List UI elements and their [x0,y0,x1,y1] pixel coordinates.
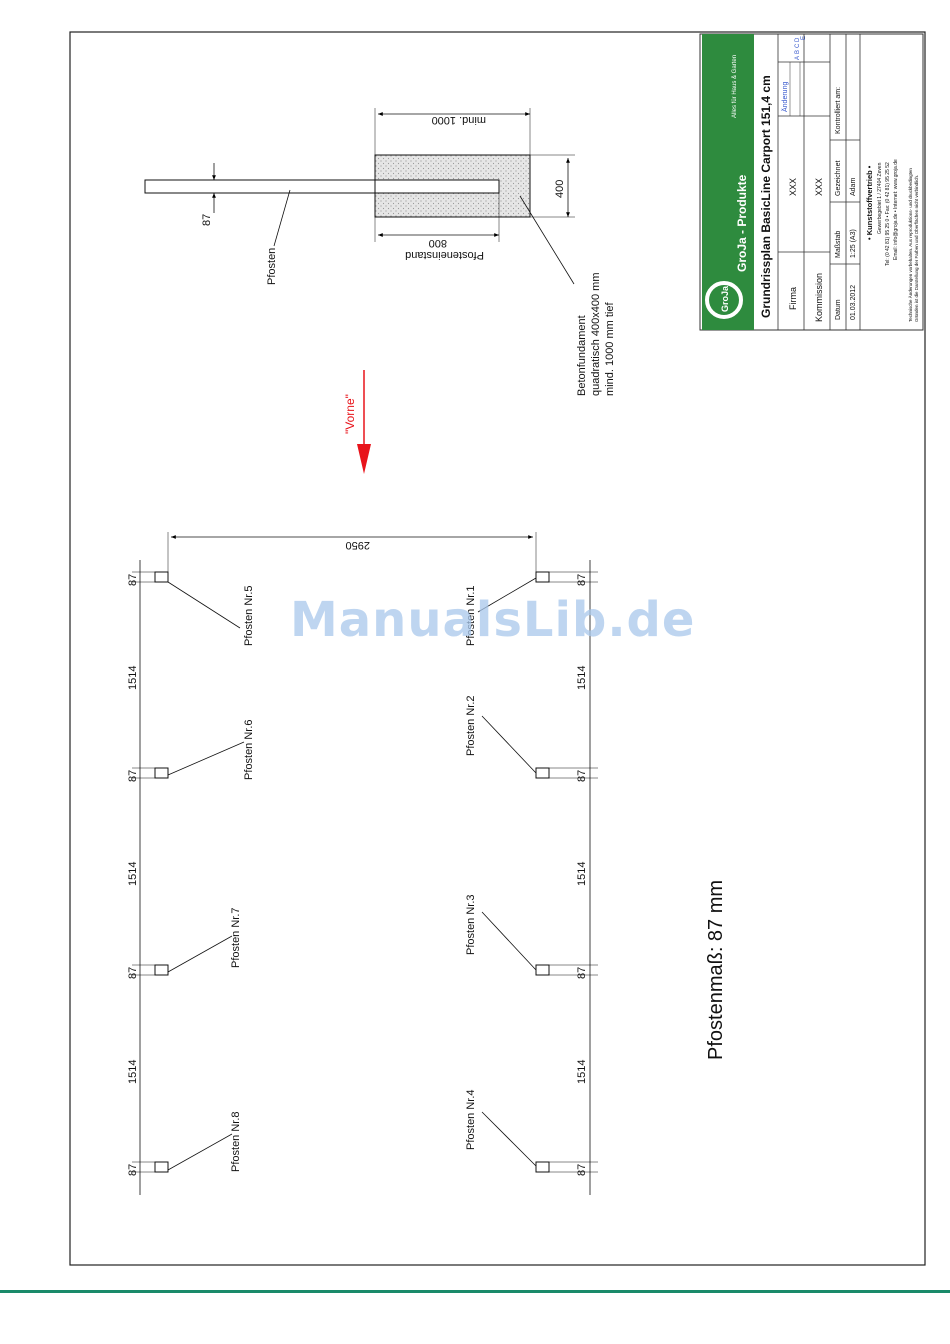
post-label-5: Pfosten Nr.5 [243,585,255,646]
kontrolliert-label: Kontrolliert am: [835,87,842,134]
spacing-row1-c: 1514 [127,1060,139,1084]
rev-d: D [795,37,801,42]
beton-leader [519,195,575,285]
vorne-label: "Vorne" [343,394,357,434]
post-nr6: 87 Pfosten Nr.6 [127,719,255,782]
row-spacing-dim: 2950 [346,539,370,551]
post-dim-6: 87 [127,770,139,782]
kommission-label: Kommission [814,273,824,322]
firma-label: Firma [788,287,798,310]
post-dim-7: 87 [127,967,139,979]
pfosten-leader [273,189,291,247]
pfostenmass-label: Pfostenmaß: 87 mm [705,880,727,1060]
spacing-row2-b: 1514 [576,862,588,886]
post-dim-1: 87 [576,574,588,586]
post-insert-dim: 800 [429,237,447,249]
post-dim-5: 87 [127,574,139,586]
foundation-width-dim: 400 [554,180,566,198]
pfosteneinstand-label: Pfosteneinstand [405,249,484,261]
post-nr7: 87 Pfosten Nr.7 [127,907,242,979]
vorne-indicator: "Vorne" [343,370,371,474]
detail-post-width-dim: 87 [201,214,213,226]
foundation-depth-dim: mind. 1000 [432,114,486,126]
post-nr3: 87 Pfosten Nr.3 [465,894,598,979]
gezeichnet-label: Gezeichnet [835,161,842,196]
spacing-row2-a: 1514 [576,666,588,690]
spacing-row1-a: 1514 [127,666,139,690]
post-dim-2: 87 [576,770,588,782]
post-label-1: Pfosten Nr.1 [465,585,477,646]
sheet-frame [69,31,926,1266]
rev-c: C [795,43,801,48]
post-label-3: Pfosten Nr.3 [465,894,477,955]
firma-value: XXX [788,178,798,196]
watermark: ManualsLib.de [290,592,696,648]
company-address: Gewerbegebiet 1 / 27404 Zeven [877,162,883,234]
gezeichnet-value: Adam [850,178,857,196]
massstab-label: Maßstab [835,231,842,258]
beton-label-line2: quadratisch 400x400 mm [590,272,602,396]
spacing-row1-b: 1514 [127,862,139,886]
plan-view: 2950 87 Pfosten Nr.5 1514 87 Pfosten Nr.… [127,532,727,1195]
post-body [144,179,376,194]
vorne-arrow-icon [357,444,371,474]
post-nr5: 87 Pfosten Nr.5 [127,571,255,646]
rev-e: E [801,36,807,40]
rev-b: B [795,50,801,54]
title-block: GroJa GroJa - Produkte Alles für Haus & … [699,33,924,331]
post-label-6: Pfosten Nr.6 [243,719,255,780]
post-label-4: Pfosten Nr.4 [465,1089,477,1150]
disclaimer-line2: Gründen ist die Darstellung der Farben u… [914,175,919,322]
post-label-8: Pfosten Nr.8 [230,1111,242,1172]
post-nr8: 87 Pfosten Nr.8 [127,1111,242,1176]
company-phone: Tel: (0 42 81) 95 25 0 • Fax: (0 42 81) … [885,162,891,266]
post-label-2: Pfosten Nr.2 [465,695,477,756]
brand-logo-text: GroJa [720,285,730,312]
post-nr2: 87 Pfosten Nr.2 [465,695,598,782]
post-detail: 87 Pfosten mind. 1000 800 Pfosteneinstan… [144,108,616,396]
aenderung-label: Änderung [781,82,789,112]
company-email: Email: info@groja.de • Internet: www.gro… [893,159,899,260]
post-dim-3: 87 [576,967,588,979]
post-nr4: 87 Pfosten Nr.4 [465,1089,598,1176]
brand-tagline: Alles für Haus & Garten [732,55,738,118]
kommission-value: XXX [814,178,824,196]
post-dim-8: 87 [127,1164,139,1176]
post-dim-4: 87 [576,1164,588,1176]
massstab-value: 1:25 (A3) [850,229,857,258]
plan-title: Grundrissplan BasicLine Carport 151,4 cm [759,75,773,318]
brand-products: GroJa - Produkte [735,174,749,272]
beton-label-line1: Betonfundament [576,315,588,396]
datum-label: Datum [835,299,842,320]
datum-value: 01.03.2012 [850,285,857,320]
post-nr1: 87 Pfosten Nr.1 [465,571,598,646]
post-label-7: Pfosten Nr.7 [230,907,242,968]
post-embedded [374,179,500,194]
rev-a: A [795,56,801,60]
company-name: • Kunststoffvertrieb • [865,165,874,240]
beton-label-line3: mind. 1000 mm tief [604,302,616,396]
disclaimer-line1: Technische Änderungen vorbehalten. Aus r… [907,168,913,322]
spacing-row2-c: 1514 [576,1060,588,1084]
bottom-bar [0,1290,950,1293]
pfosten-label: Pfosten [266,248,278,285]
